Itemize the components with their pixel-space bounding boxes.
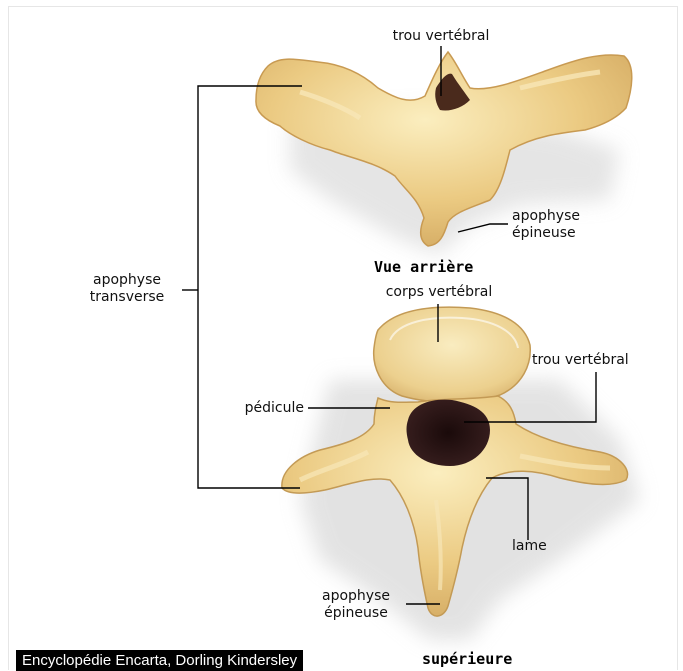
leader-apophyse-transverse — [198, 86, 302, 488]
label-apophyse-transverse: apophyse transverse — [72, 272, 182, 306]
label-bottom-trou-vertebral: trou vertébral — [532, 352, 629, 369]
credit-banner: Encyclopédie Encarta, Dorling Kindersley — [16, 650, 303, 671]
view-title-top: supérieure — [422, 650, 512, 668]
label-corps-vertebral: corps vertébral — [364, 284, 514, 301]
vertebral-body — [374, 307, 531, 402]
label-top-apophyse-epineuse: apophyse épineuse — [512, 208, 580, 242]
label-bottom-apophyse-epineuse: apophyse épineuse — [306, 588, 406, 622]
label-pedicule: pédicule — [218, 400, 304, 417]
label-apophyse-transverse-line2: transverse — [72, 289, 182, 306]
label-bottom-apophyse-epineuse-line1: apophyse — [306, 588, 406, 605]
label-top-trou-vertebral: trou vertébral — [372, 28, 510, 45]
label-bottom-apophyse-epineuse-line2: épineuse — [306, 605, 406, 622]
label-apophyse-transverse-line1: apophyse — [72, 272, 182, 289]
label-lame: lame — [512, 538, 547, 555]
bottom-foramen — [407, 400, 491, 466]
view-title-rear: Vue arrière — [374, 258, 473, 276]
label-top-apophyse-epineuse-line1: apophyse — [512, 208, 580, 225]
label-top-apophyse-epineuse-line2: épineuse — [512, 225, 580, 242]
